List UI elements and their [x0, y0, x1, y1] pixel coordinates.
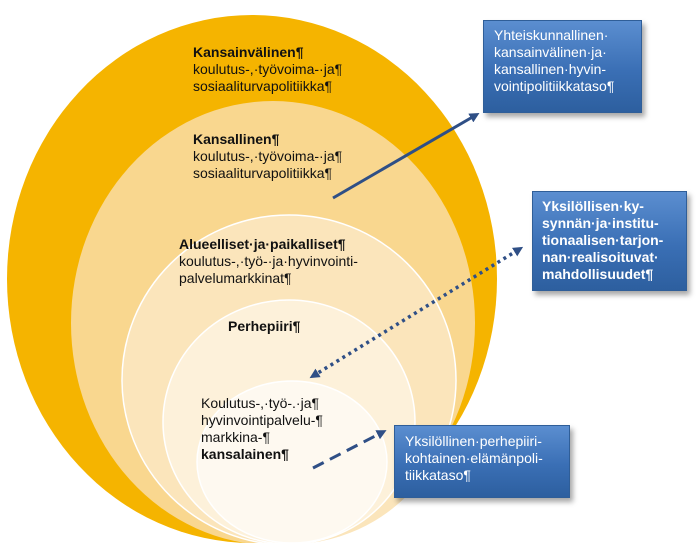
arrow-bidirectional-dotted: [309, 246, 524, 379]
citizen-line-3: markkina-¶: [201, 429, 270, 445]
family-policy-line-1: Yksilöllinen·perhepiiri-: [405, 433, 542, 449]
societal-line-3: kansallinen·hyvin-: [494, 61, 607, 77]
realization-line-2: synnän·ja·institu-: [542, 215, 659, 231]
realization-line-1: Yksilöllisen·ky-: [542, 198, 644, 214]
realization-line-5: mahdollisuudet¶: [542, 266, 654, 282]
regional-line-1: koulutus-,·työ-·ja·hyvinvointi-: [179, 253, 358, 269]
label-family: Perhepiiri¶: [228, 318, 300, 335]
realization-line-4: nan·realisoituvat·: [542, 249, 659, 265]
box-individual-realization: Yksilöllisen·ky- synnän·ja·institu- tion…: [532, 191, 687, 291]
regional-line-2: palvelumarkkinat¶: [179, 270, 292, 286]
societal-line-2: kansainvälinen·ja·: [494, 44, 607, 60]
citizen-bold-line: kansalainen¶: [201, 446, 289, 462]
regional-title: Alueelliset·ja·paikalliset¶: [179, 236, 346, 252]
arrow-to-family-policy: [312, 430, 387, 470]
label-regional: Alueelliset·ja·paikalliset¶ koulutus-,·t…: [179, 236, 358, 287]
national-line-1: koulutus-,·työvoima-·ja¶: [193, 148, 343, 164]
label-citizen: Koulutus-,·työ-.·ja¶ hyvinvointipalvelu-…: [201, 395, 323, 463]
citizen-line-1: Koulutus-,·työ-.·ja¶: [201, 395, 320, 411]
societal-line-1: Yhteiskunnallinen·: [494, 27, 609, 43]
family-policy-line-2: kohtainen·elämänpoli-: [405, 450, 543, 466]
realization-line-3: tionaalisen·tarjon-: [542, 232, 664, 248]
national-title: Kansallinen¶: [193, 131, 280, 147]
international-line-2: sosiaaliturvapolitiikka¶: [193, 78, 333, 94]
family-policy-line-3: tiikkataso¶: [405, 467, 471, 483]
ring-citizen: [196, 380, 388, 543]
international-title: Kansainvälinen¶: [193, 44, 304, 60]
arrow-to-societal-level: [332, 112, 480, 200]
societal-line-4: vointipolitiikkataso¶: [494, 78, 615, 94]
citizen-line-2: hyvinvointipalvelu-¶: [201, 412, 323, 428]
family-title: Perhepiiri¶: [228, 318, 301, 334]
label-international: Kansainvälinen¶ koulutus-,·työvoima-·ja¶…: [193, 44, 342, 95]
national-line-2: sosiaaliturvapolitiikka¶: [193, 165, 333, 181]
international-line-1: koulutus-,·työvoima-·ja¶: [193, 61, 343, 77]
label-national: Kansallinen¶ koulutus-,·työvoima-·ja¶ so…: [193, 131, 342, 182]
box-societal-policy-level: Yhteiskunnallinen· kansainvälinen·ja· ka…: [483, 20, 642, 113]
box-family-life-policy-level: Yksilöllinen·perhepiiri- kohtainen·elämä…: [394, 425, 570, 498]
